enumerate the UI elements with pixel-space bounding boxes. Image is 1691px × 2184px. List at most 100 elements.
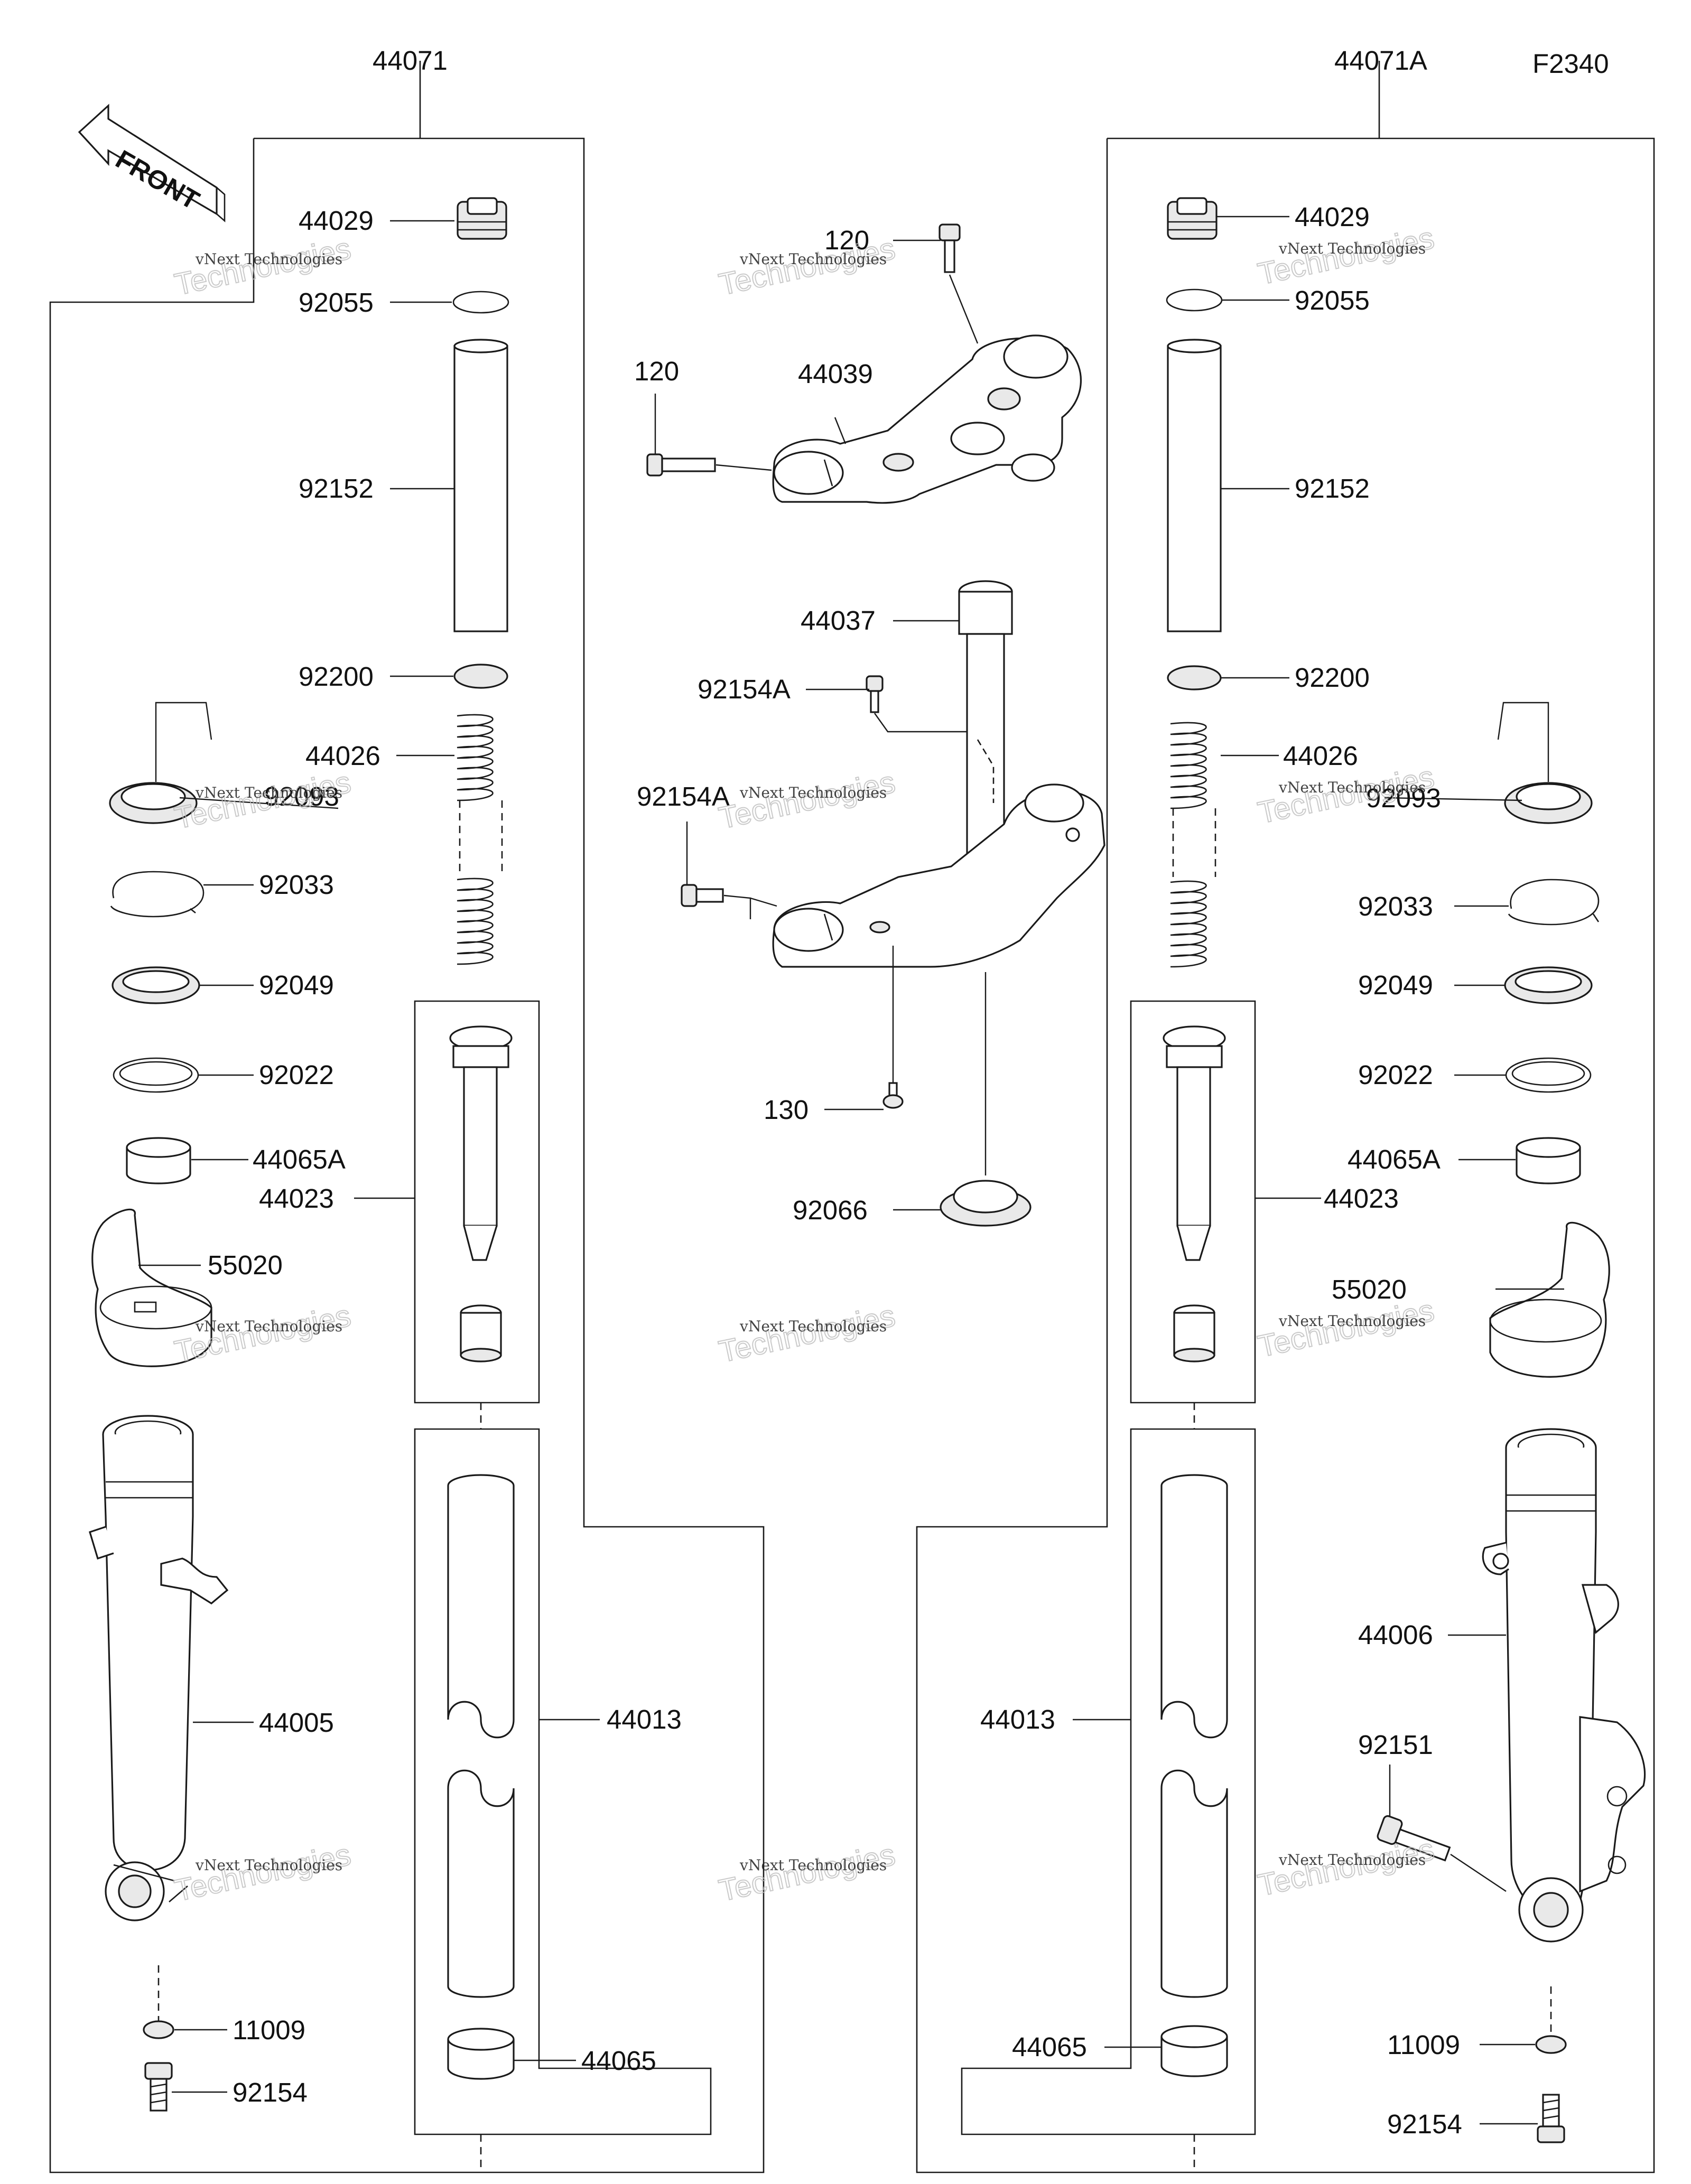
label-44039: 44039 (798, 359, 873, 389)
cylinder-right-part (1163, 1025, 1226, 1362)
cylinder-part (449, 1025, 513, 1362)
svg-text:vNext Technologies: vNext Technologies (195, 1318, 342, 1335)
label-92152: 92152 (299, 473, 374, 503)
washer-right-part (1167, 665, 1222, 690)
front-arrow-icon: FRONT (78, 104, 226, 222)
cap-bolt-right-part (1167, 197, 1218, 240)
stem-bolt-lower-part (681, 884, 724, 907)
outer-tube-left-part (89, 1415, 229, 1921)
label-92154-right: 92154 (1387, 2109, 1462, 2139)
gasket-right-part (1535, 2035, 1567, 2054)
oil-seal-part (112, 966, 200, 1004)
label-130: 130 (764, 1095, 809, 1125)
label-44006: 44006 (1358, 1620, 1433, 1650)
label-44023-left: 44023 (259, 1183, 334, 1214)
label-92200-right: 92200 (1295, 662, 1370, 693)
right-group-frame (916, 61, 1655, 2173)
side-bolt-part (646, 453, 716, 477)
label-92154-left: 92154 (233, 2077, 308, 2107)
svg-text:vNext Technologies: vNext Technologies (1278, 1312, 1426, 1330)
label-11009-right: 11009 (1387, 2030, 1460, 2060)
gasket-left-part (143, 2020, 174, 2039)
upper-bracket-part (772, 334, 1082, 504)
label-44065-right: 44065 (1012, 2032, 1087, 2062)
svg-text:vNext Technologies: vNext Technologies (1278, 1851, 1426, 1869)
svg-text:vNext Technologies: vNext Technologies (739, 1856, 887, 1874)
slide-bush-left-part (447, 2028, 515, 2080)
oil-seal-right-part (1504, 966, 1593, 1004)
label-92093-right: 92093 (1366, 783, 1441, 813)
cylinder-group-frame (414, 1000, 540, 1404)
svg-text:vNext Technologies: vNext Technologies (195, 784, 342, 801)
label-44005: 44005 (259, 1707, 334, 1738)
label-44065A: 44065A (253, 1144, 346, 1174)
dust-seal-right-part (1504, 782, 1593, 824)
label-92055-right: 92055 (1295, 285, 1370, 315)
label-92049-right: 92049 (1358, 970, 1433, 1000)
label-44065-left: 44065 (581, 2046, 656, 2076)
label-92055: 92055 (299, 287, 374, 318)
svg-text:vNext Technologies: vNext Technologies (739, 1318, 887, 1335)
o-ring-part (452, 291, 509, 314)
bottom-bolt-right-part (1537, 2094, 1565, 2143)
svg-text:vNext Technologies: vNext Technologies (1278, 240, 1426, 257)
circlip-right-part (1508, 879, 1600, 926)
steering-assembly: 120 120 44039 4 (634, 223, 1105, 1227)
pipe-right-part (1167, 339, 1222, 632)
label-92049: 92049 (259, 970, 334, 1000)
guide-bush-right-part (1516, 1137, 1581, 1184)
label-92152-right: 92152 (1295, 473, 1370, 503)
left-fork-assembly: 44071 44029 92055 92152 92200 (49, 45, 765, 2173)
label-92022: 92022 (259, 1060, 334, 1090)
diagram-code: F2340 (1532, 49, 1609, 79)
cover-right-part (1489, 1221, 1610, 1378)
label-92066: 92066 (793, 1195, 868, 1225)
inner-tube-right-part (1160, 1474, 1228, 1998)
washer-seal-part (113, 1057, 199, 1093)
label-44029-right: 44029 (1295, 202, 1370, 232)
pipe-part (453, 339, 508, 632)
cylinder-right-group-frame (1130, 1000, 1256, 1404)
label-55020-right: 55020 (1332, 1274, 1407, 1304)
right-group-label: 44071A (1334, 45, 1427, 76)
label-92154A-lower: 92154A (637, 781, 730, 811)
cover-part (91, 1208, 212, 1367)
circlip-part (110, 871, 205, 918)
spring-part (457, 714, 503, 965)
stem-bolt-upper-part (866, 675, 884, 713)
label-44013-left: 44013 (607, 1704, 682, 1734)
svg-text:vNext Technologies: vNext Technologies (195, 1856, 342, 1874)
left-group-frame (49, 61, 765, 2173)
washer-seal-right-part (1505, 1057, 1592, 1093)
label-44026: 44026 (305, 741, 380, 771)
label-44037: 44037 (801, 605, 876, 636)
washer-part (453, 664, 508, 689)
label-44013-right: 44013 (980, 1704, 1055, 1734)
svg-text:vNext Technologies: vNext Technologies (195, 250, 342, 268)
stem-nut-cap-part (940, 1180, 1032, 1227)
label-92033: 92033 (259, 870, 334, 900)
o-ring-right-part (1166, 288, 1223, 312)
spring-right-part (1170, 722, 1216, 968)
cap-bolt-part (457, 197, 507, 240)
label-44065A-right: 44065A (1348, 1144, 1441, 1174)
label-92154A-upper: 92154A (698, 674, 791, 704)
svg-text:vNext Technologies: vNext Technologies (739, 784, 887, 801)
label-11009-left: 11009 (233, 2015, 305, 2045)
right-fork-assembly: 44071A 44029 92055 92152 92200 (916, 45, 1655, 2173)
label-55020-left: 55020 (208, 1250, 283, 1280)
lower-bracket-part (772, 783, 1105, 968)
small-bolt-part (882, 1082, 904, 1109)
label-44023-right: 44023 (1324, 1183, 1399, 1214)
label-92022-right: 92022 (1358, 1060, 1433, 1090)
caliper-bolt-part (1377, 1815, 1451, 1862)
label-92033-right: 92033 (1358, 891, 1433, 921)
svg-text:vNext Technologies: vNext Technologies (1278, 779, 1426, 796)
label-44029: 44029 (299, 206, 374, 236)
slide-bush-right-part (1160, 2025, 1228, 2077)
label-44026-right: 44026 (1283, 741, 1358, 771)
top-bolt-part (939, 223, 961, 273)
outer-tube-right-part (1482, 1428, 1646, 1943)
guide-bush-part (126, 1137, 191, 1184)
